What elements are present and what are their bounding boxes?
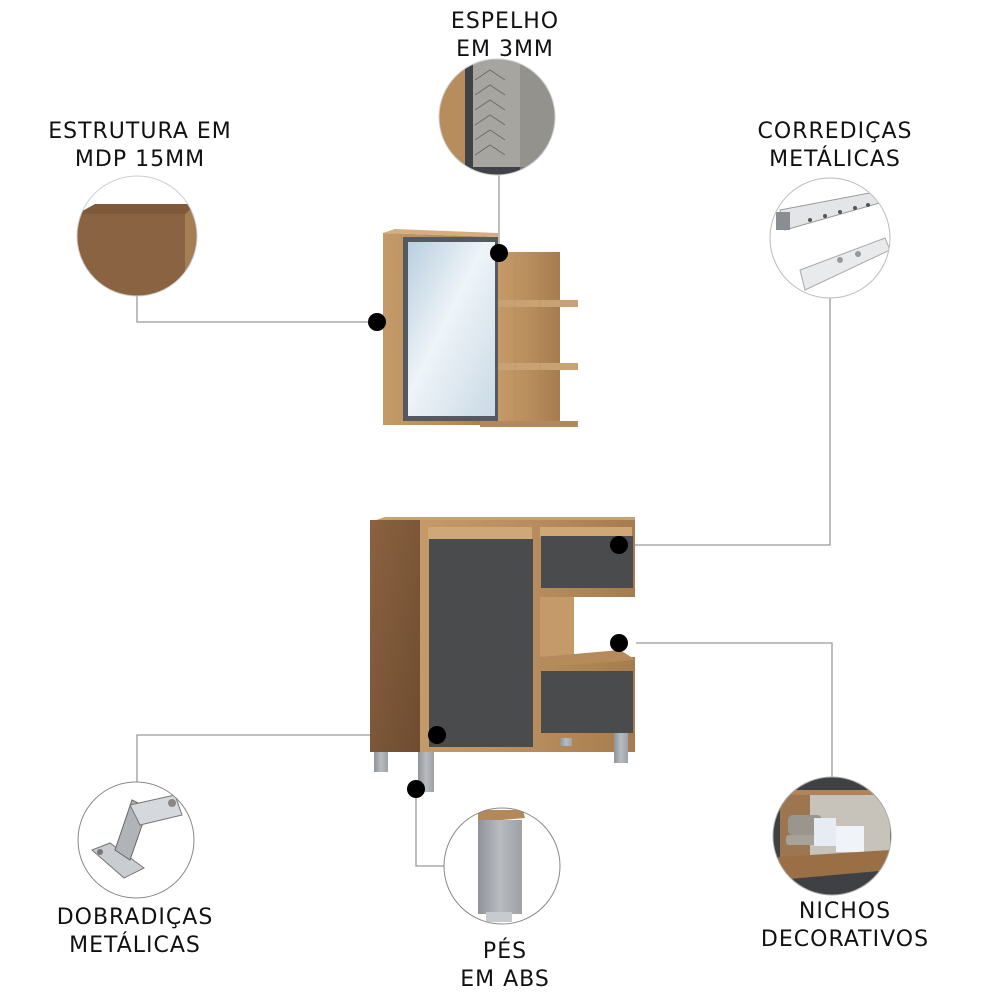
label-dobradicas: DOBRADIÇAS METÁLICAS (50, 904, 220, 960)
connector-pes (415, 790, 444, 867)
label-espelho: ESPELHO EM 3MM (440, 8, 570, 64)
corredicas-detail-circle (769, 177, 891, 299)
callout-dot-nichos (610, 634, 628, 652)
label-line: EM 3MM (456, 37, 554, 62)
callout-dot-espelho (490, 244, 508, 262)
pes-detail-circle (443, 807, 561, 925)
label-line: PÉS (482, 939, 528, 964)
label-nichos: NICHOS DECORATIVOS (755, 898, 935, 954)
label-line: ESPELHO (450, 9, 560, 34)
nichos-detail-circle (772, 776, 892, 896)
estrutura-detail-circle (76, 175, 198, 297)
connector-estrutura (136, 296, 377, 323)
callout-dot-dobradicas (428, 726, 446, 744)
label-line: ESTRUTURA EM (48, 119, 232, 144)
label-line: CORREDIÇAS (757, 119, 913, 144)
label-line: MDP 15MM (74, 147, 206, 172)
callout-dot-estrutura (368, 313, 386, 331)
label-corredicas: CORREDIÇAS METÁLICAS (740, 118, 930, 174)
callout-dot-pes (407, 780, 425, 798)
connector-lines (136, 175, 833, 867)
mirror-cabinet (383, 229, 578, 427)
label-pes: PÉS EM ABS (440, 938, 570, 994)
connector-corredicas (621, 298, 831, 546)
label-line: NICHOS (798, 899, 892, 924)
base-cabinet (370, 517, 636, 792)
label-line: METÁLICAS (69, 933, 201, 958)
label-line: METÁLICAS (769, 147, 901, 172)
label-estrutura: ESTRUTURA EM MDP 15MM (40, 118, 240, 174)
espelho-detail-circle (438, 58, 556, 176)
connector-dobradicas (136, 734, 437, 782)
label-line: DECORATIVOS (760, 927, 930, 952)
label-line: EM ABS (460, 967, 550, 992)
callout-dot-corredicas (610, 536, 628, 554)
label-line: DOBRADIÇAS (56, 905, 214, 930)
dobradicas-detail-circle (77, 781, 195, 899)
connector-nichos (620, 642, 833, 777)
